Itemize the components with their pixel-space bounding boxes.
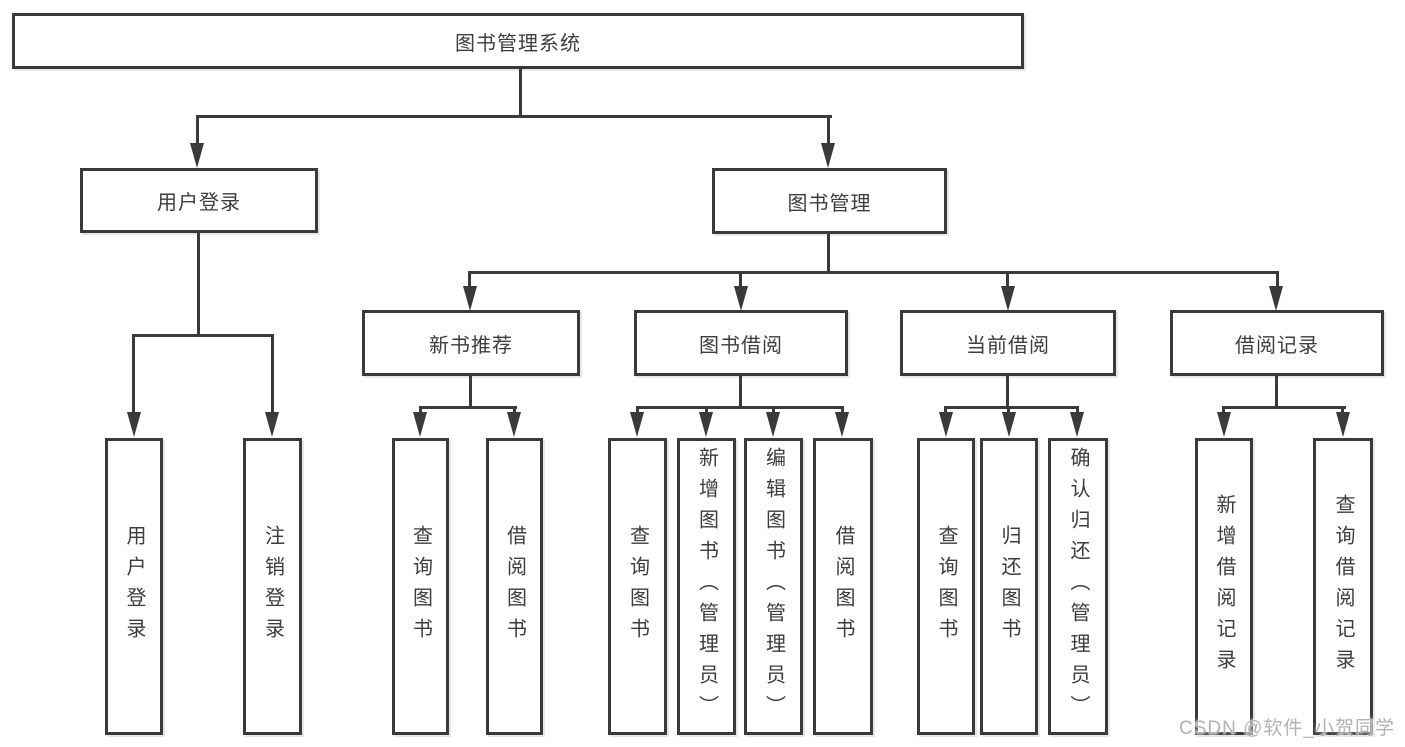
node-label: 新书推荐 xyxy=(429,334,513,357)
node-current-borrow: 当前借阅 xyxy=(900,310,1116,376)
arrowhead xyxy=(766,412,780,437)
connector-line xyxy=(1222,406,1225,415)
connector-line xyxy=(1006,271,1009,289)
node-label: 确认归还（管理员） xyxy=(1067,447,1089,726)
connector-line xyxy=(1276,271,1279,289)
connector-line xyxy=(636,406,639,415)
connector-line xyxy=(827,234,830,273)
node-label: 图书借阅 xyxy=(699,334,783,357)
arrowhead xyxy=(1336,412,1350,437)
node-label: 图书管理 xyxy=(787,192,872,215)
connector-line xyxy=(772,406,775,415)
csdn-watermark: CSDN @软件_小贺同学 xyxy=(1179,718,1395,739)
node-label: 归还图书 xyxy=(998,524,1020,649)
node-label: 注销登录 xyxy=(261,524,284,649)
arrowhead xyxy=(507,412,521,437)
connector-line xyxy=(469,376,472,408)
connector-line xyxy=(705,406,708,415)
node-label: 查询图书 xyxy=(935,524,957,649)
arrowhead xyxy=(821,143,835,168)
node-label: 查询图书 xyxy=(409,524,432,649)
arrowhead xyxy=(463,286,477,311)
node-book-borrow: 图书借阅 xyxy=(634,310,848,376)
leaf-user-login: 用户登录 xyxy=(105,438,163,735)
arrowhead xyxy=(265,412,279,437)
node-new-book-recommend: 新书推荐 xyxy=(362,310,580,376)
arrowhead xyxy=(1001,286,1015,311)
connector-line xyxy=(1006,376,1009,408)
arrowhead xyxy=(190,143,204,168)
connector-line xyxy=(419,406,422,415)
node-label: 新增图书（管理员） xyxy=(695,447,718,726)
connector-line xyxy=(944,406,947,415)
node-label: 图书管理系统 xyxy=(455,32,581,55)
leaf-query-books: 查询图书 xyxy=(608,438,667,735)
arrowhead xyxy=(413,412,427,437)
leaf-confirm-return-admin: 确认归还（管理员） xyxy=(1048,438,1108,735)
connector-line xyxy=(1341,406,1344,415)
node-label: 用户登录 xyxy=(123,524,145,649)
node-label: 借阅图书 xyxy=(503,524,526,649)
arrowhead xyxy=(1269,286,1283,311)
leaf-add-borrow-record: 新增借阅记录 xyxy=(1195,438,1253,735)
connector-line xyxy=(841,406,844,415)
node-label: 新增借阅记录 xyxy=(1213,493,1235,680)
leaf-return-books: 归还图书 xyxy=(980,438,1038,735)
leaf-query-books: 查询图书 xyxy=(917,438,975,735)
node-root: 图书管理系统 xyxy=(12,13,1024,69)
arrowhead xyxy=(734,286,748,311)
arrowhead xyxy=(939,412,953,437)
node-user-login: 用户登录 xyxy=(80,168,318,233)
connector-line xyxy=(196,115,832,118)
connector-line xyxy=(468,271,471,289)
connector-line xyxy=(519,68,522,118)
connector-line xyxy=(196,115,199,147)
node-borrow-records: 借阅记录 xyxy=(1170,310,1384,376)
connector-line xyxy=(636,406,844,409)
arrowhead xyxy=(835,412,849,437)
node-label: 当前借阅 xyxy=(966,334,1050,357)
connector-line xyxy=(419,406,517,409)
connector-line xyxy=(513,406,516,415)
arrowhead xyxy=(699,412,713,437)
connector-line xyxy=(1007,406,1010,415)
connector-line xyxy=(132,334,274,337)
node-label: 查询图书 xyxy=(626,524,649,649)
connector-line xyxy=(827,115,830,147)
connector-line xyxy=(739,376,742,408)
leaf-add-books-admin: 新增图书（管理员） xyxy=(677,438,736,735)
leaf-edit-books-admin: 编辑图书（管理员） xyxy=(744,438,803,735)
node-book-management: 图书管理 xyxy=(712,168,947,234)
connector-line xyxy=(1222,406,1346,409)
connector-line xyxy=(132,334,135,416)
leaf-borrow-books: 借阅图书 xyxy=(486,438,543,735)
leaf-logout: 注销登录 xyxy=(243,438,302,735)
connector-line xyxy=(944,406,1079,409)
connector-line xyxy=(468,271,1279,274)
leaf-borrow-books: 借阅图书 xyxy=(813,438,873,735)
leaf-query-borrow-record: 查询借阅记录 xyxy=(1313,438,1373,735)
connector-line xyxy=(271,334,274,416)
connector-line xyxy=(739,271,742,289)
arrowhead xyxy=(1217,412,1231,437)
connector-line xyxy=(1275,376,1278,408)
connector-line xyxy=(1076,406,1079,415)
arrowhead xyxy=(630,412,644,437)
node-label: 查询借阅记录 xyxy=(1332,493,1354,680)
arrowhead xyxy=(1070,412,1084,437)
connector-line xyxy=(197,233,200,336)
node-label: 借阅图书 xyxy=(832,524,854,649)
leaf-query-books: 查询图书 xyxy=(392,438,449,735)
node-label: 借阅记录 xyxy=(1235,334,1319,357)
arrowhead xyxy=(127,412,141,437)
node-label: 编辑图书（管理员） xyxy=(762,447,785,726)
node-label: 用户登录 xyxy=(157,192,241,214)
arrowhead xyxy=(1002,412,1016,437)
